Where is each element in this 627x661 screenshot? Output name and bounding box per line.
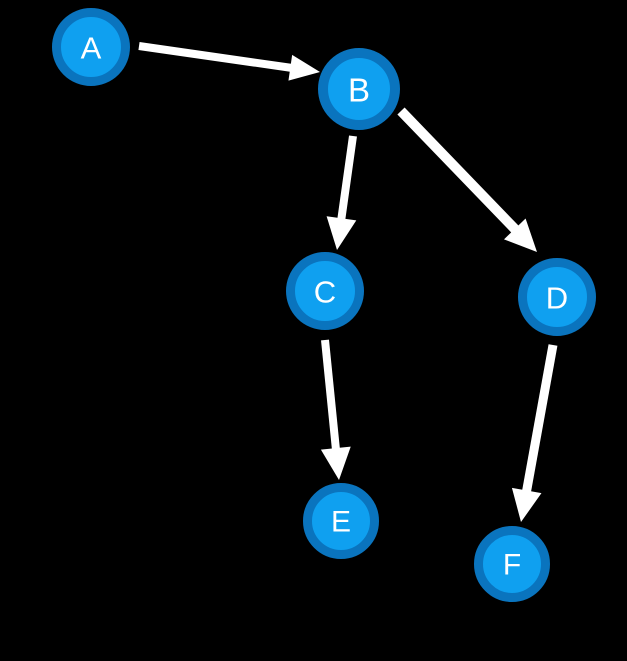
node-circle	[303, 483, 379, 559]
edge-b-c[interactable]	[326, 135, 357, 250]
edge-shaft	[321, 339, 340, 451]
node-d[interactable]: D	[518, 258, 596, 336]
edge-arrowhead	[320, 446, 351, 480]
edge-shaft	[397, 107, 520, 234]
edge-arrowhead	[288, 54, 320, 81]
node-circle	[286, 252, 364, 330]
node-c[interactable]: C	[286, 252, 364, 330]
node-b[interactable]: B	[318, 48, 400, 130]
node-circle	[518, 258, 596, 336]
edge-arrowhead	[503, 218, 537, 252]
edge-d-f[interactable]	[511, 344, 558, 522]
node-circle	[474, 526, 550, 602]
edge-c-e[interactable]	[320, 339, 351, 480]
node-circle	[52, 8, 130, 86]
node-circle	[318, 48, 400, 130]
edges-layer	[138, 42, 558, 522]
edge-a-b[interactable]	[138, 42, 320, 81]
node-a[interactable]: A	[52, 8, 130, 86]
edge-arrowhead	[326, 216, 357, 250]
edge-shaft	[337, 135, 357, 221]
edge-arrowhead	[511, 487, 542, 522]
edge-b-d[interactable]	[397, 107, 537, 252]
node-e[interactable]: E	[303, 483, 379, 559]
nodes-layer: A B C D E F	[52, 8, 596, 602]
node-f[interactable]: F	[474, 526, 550, 602]
edge-shaft	[138, 42, 293, 72]
edge-shaft	[521, 344, 558, 494]
